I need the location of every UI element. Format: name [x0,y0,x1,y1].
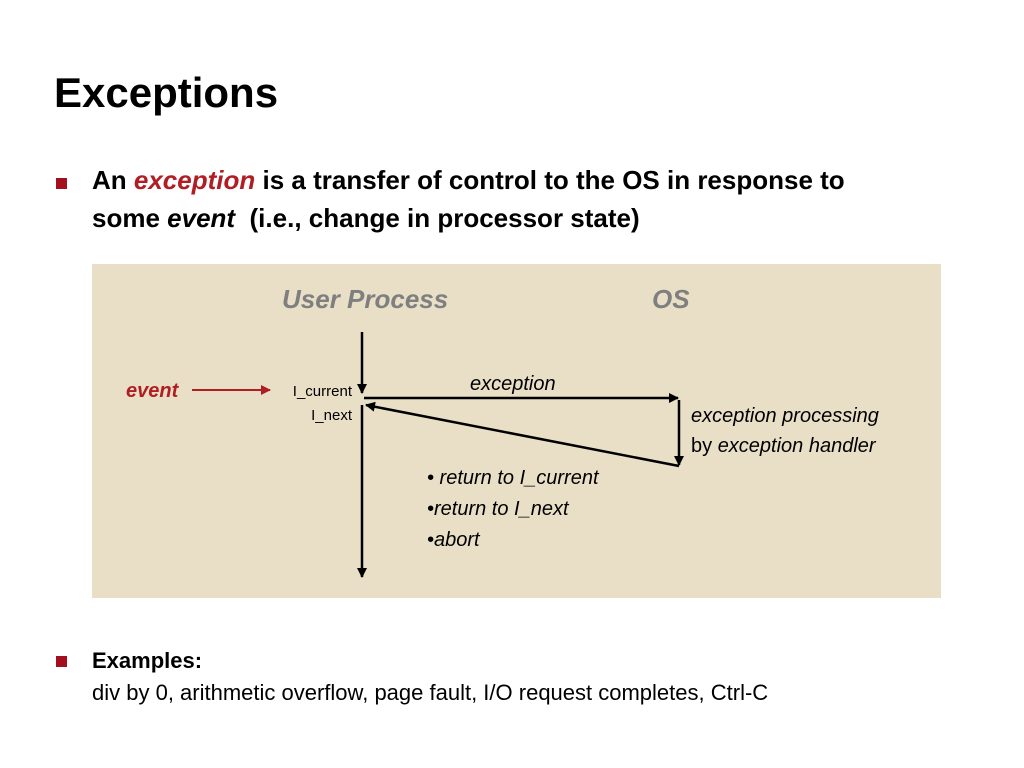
return-arrow [365,401,680,468]
examples-body: div by 0, arithmetic overflow, page faul… [92,680,769,705]
exception-processing-line-2: by exception handler [691,435,877,457]
user-process-header: User Process [282,284,448,314]
exception-processing-line-1: exception processing [691,405,879,427]
term-exception: exception [133,165,256,195]
exception-arrow-label: exception [470,373,556,395]
examples-heading: Examples: [92,648,203,673]
bullet-marker-2 [56,656,67,667]
os-header: OS [652,284,690,314]
bullet-definition-line-1: An exception is a transfer of control to… [92,165,845,195]
i-next-label: I_next [311,407,353,424]
option-return-to-i-current: • return to I_current [427,467,600,489]
slide-title: Exceptions [54,69,279,116]
bullet-definition: An exception is a transfer of control to… [92,161,845,237]
event-label: event [126,380,180,402]
term-event: event [167,203,236,233]
bullet-marker-1 [56,178,67,189]
exception-diagram: User Process OS event I_current I_next e… [92,264,941,598]
diagram-svg: User Process OS event I_current I_next e… [126,284,879,578]
option-return-to-i-next: •return to I_next [427,498,570,520]
i-current-label: I_current [293,383,353,400]
bullet-examples: Examples: div by 0, arithmetic overflow,… [92,645,768,709]
bullet-definition-line-2: some event (i.e., change in processor st… [92,203,640,233]
option-abort: •abort [427,529,481,551]
